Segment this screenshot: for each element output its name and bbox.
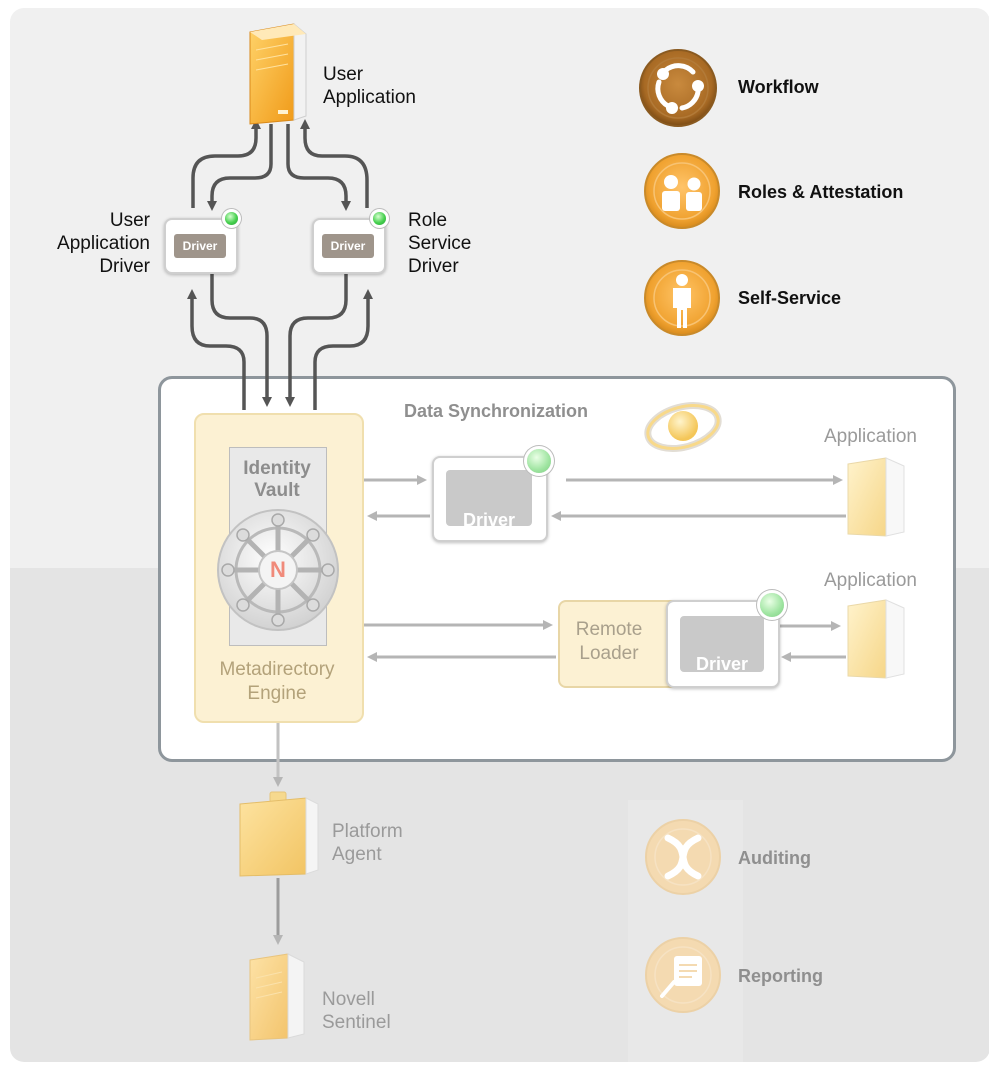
arrow-engine-to-uadriver bbox=[187, 289, 246, 410]
driver-chip-label: Driver bbox=[322, 234, 374, 258]
application-1-server-icon bbox=[847, 457, 905, 537]
user-application-label: User Application bbox=[323, 64, 416, 108]
workflow-icon bbox=[639, 49, 717, 127]
auditing-label: Auditing bbox=[738, 848, 811, 868]
user-application-driver-card[interactable]: Driver bbox=[164, 218, 238, 274]
reporting-icon bbox=[645, 937, 721, 1013]
remote-loader-box bbox=[558, 600, 682, 688]
status-led-icon bbox=[760, 593, 784, 617]
arrow-userapp-to-uadriver bbox=[207, 124, 273, 211]
platform-agent-icon bbox=[239, 791, 319, 877]
arrow-userapp-to-roledriver bbox=[286, 124, 351, 211]
status-led-icon bbox=[527, 449, 551, 473]
novell-sentinel-label: Novell Sentinel bbox=[322, 989, 391, 1033]
arrow-roledriver-to-userapp bbox=[300, 119, 369, 208]
application-1-label: Application bbox=[824, 426, 917, 447]
role-service-driver-label: Role Service Driver bbox=[408, 210, 472, 277]
driver-chip-label: Driver bbox=[174, 234, 226, 258]
sync-orbit-icon bbox=[644, 402, 722, 452]
status-led-icon bbox=[225, 212, 238, 225]
remote-driver-card[interactable]: Driver bbox=[666, 600, 780, 688]
identity-vault-label: Identity Vault bbox=[243, 458, 311, 501]
application-2-server-icon bbox=[847, 599, 905, 679]
user-application-server-icon bbox=[249, 22, 307, 125]
metadirectory-engine-label: Metadirectory Engine bbox=[219, 659, 335, 704]
application-driver-card[interactable]: Driver bbox=[432, 456, 548, 542]
role-service-driver-card[interactable]: Driver bbox=[312, 218, 386, 274]
novell-sentinel-server-icon bbox=[249, 953, 305, 1041]
application-2-label: Application bbox=[824, 570, 917, 591]
arrow-uadriver-to-engine bbox=[210, 274, 272, 407]
roles-attestation-icon bbox=[644, 153, 720, 229]
arrow-uadriver-to-userapp bbox=[191, 119, 261, 208]
self-service-label: Self-Service bbox=[738, 288, 842, 308]
auditing-icon bbox=[645, 819, 721, 895]
driver-chip-label: Driver bbox=[680, 616, 764, 674]
arrow-engine-to-roledriver bbox=[313, 289, 373, 410]
novell-vault-wheel-icon bbox=[217, 509, 339, 631]
arrow-roledriver-to-engine bbox=[285, 274, 348, 407]
platform-agent-label: Platform Agent bbox=[332, 821, 403, 865]
user-application-driver-label: User Application Driver bbox=[57, 210, 150, 277]
self-service-icon bbox=[644, 260, 720, 336]
remote-loader-label: Remote Loader bbox=[575, 619, 643, 664]
driver-chip-label: Driver bbox=[446, 470, 532, 530]
data-synchronization-title: Data Synchronization bbox=[404, 401, 589, 421]
roles-attestation-label: Roles & Attestation bbox=[738, 182, 904, 202]
novell-logo-letter: N bbox=[270, 557, 286, 582]
status-led-icon bbox=[373, 212, 386, 225]
reporting-label: Reporting bbox=[738, 966, 823, 986]
workflow-label: Workflow bbox=[738, 77, 819, 97]
